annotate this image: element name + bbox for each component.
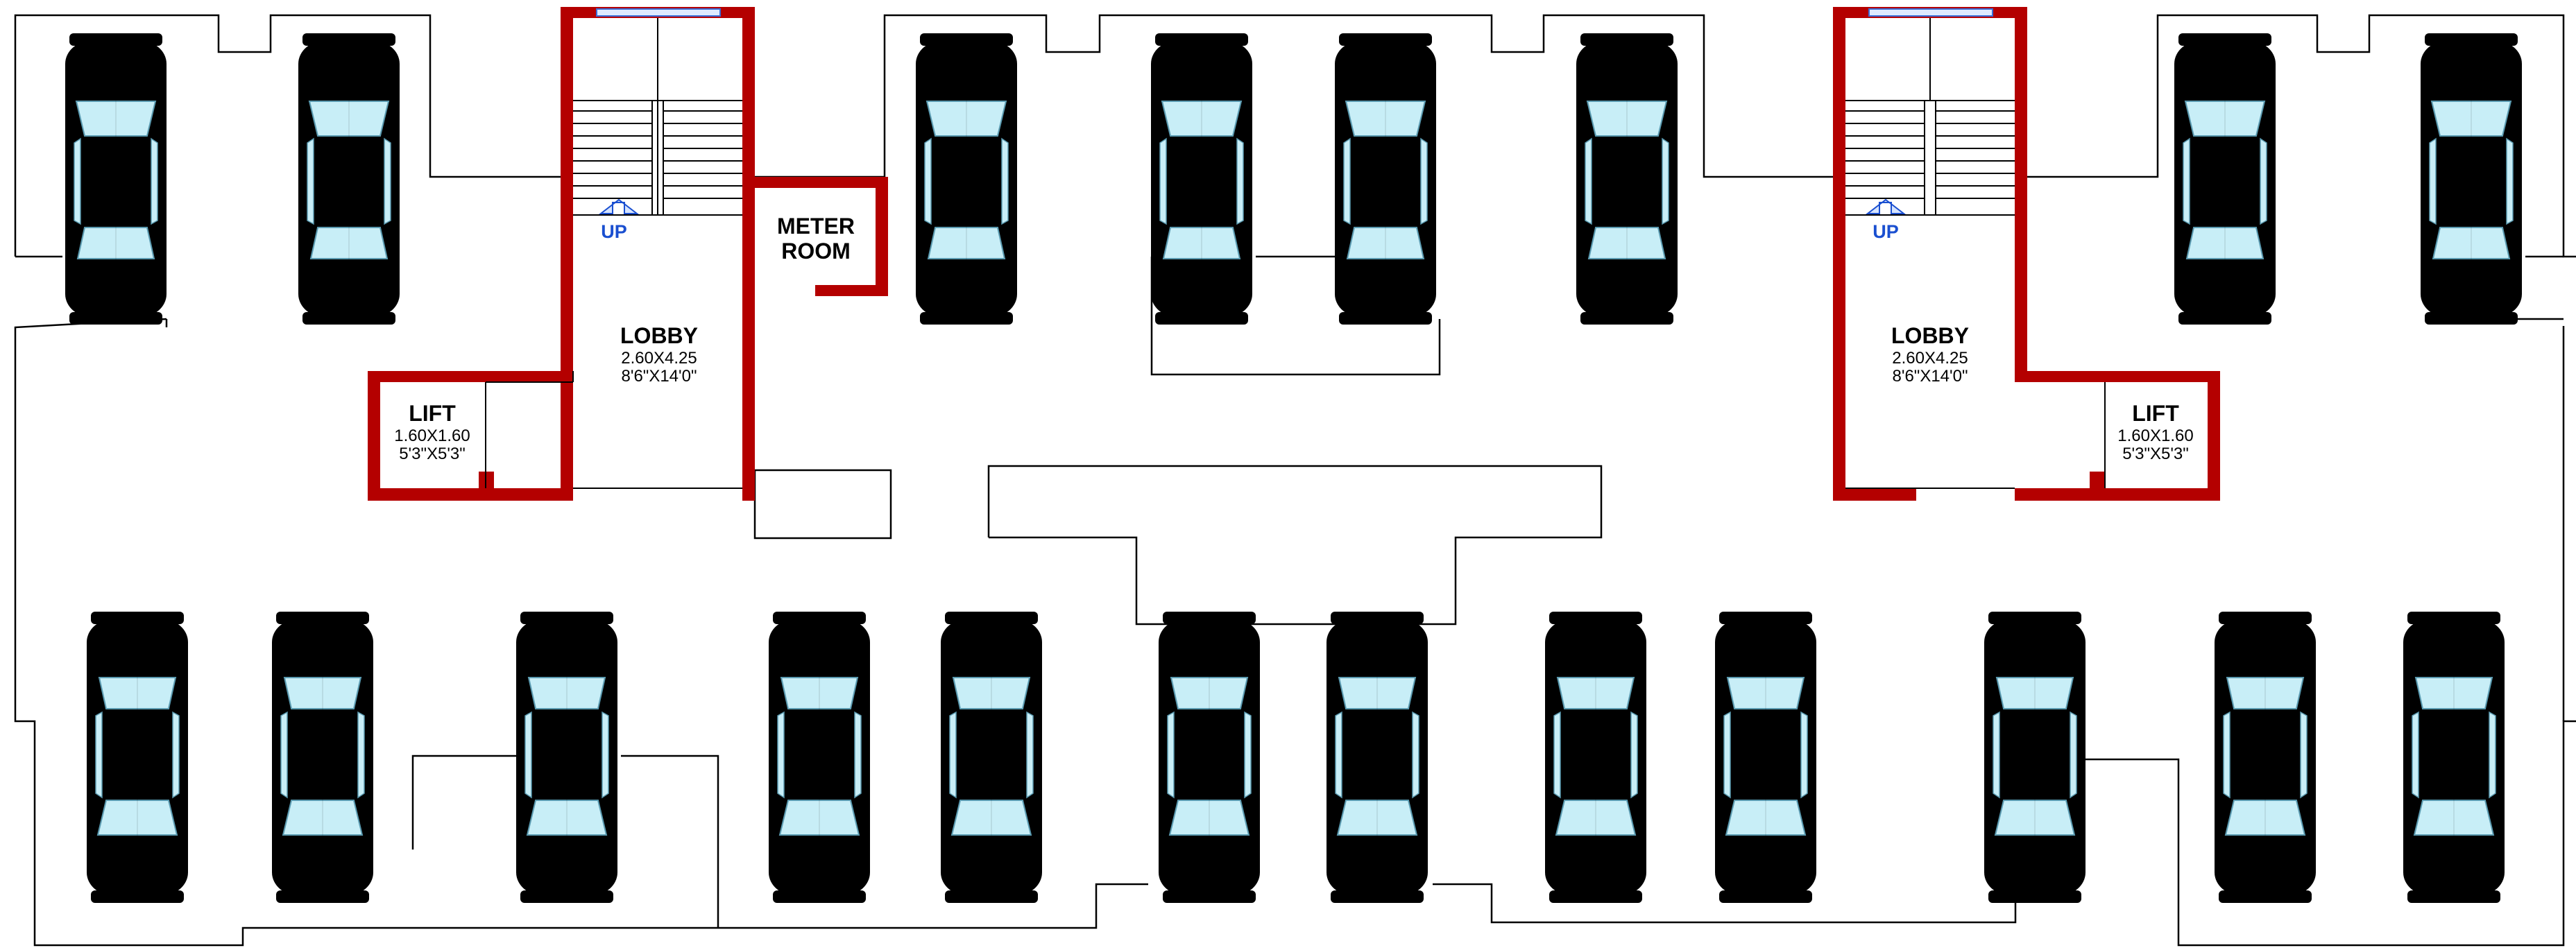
car-blue <box>271 611 374 904</box>
top-row-cars <box>65 33 2523 325</box>
up-arrow-icon <box>1866 198 1906 214</box>
left-stairs <box>485 18 742 489</box>
car-white <box>768 611 871 904</box>
car-white <box>1576 33 1678 325</box>
car-yellow <box>86 611 189 904</box>
car-red <box>515 611 618 904</box>
lift-dim-imperial: 5'3"X5'3" <box>2122 445 2189 463</box>
car-yellow <box>2174 33 2276 325</box>
left-core-walls <box>368 7 888 501</box>
car-blue <box>1158 611 1261 904</box>
lift-dim-metric: 1.60X1.60 <box>394 426 470 445</box>
car-white <box>2403 611 2505 904</box>
right-stairs <box>1845 18 2106 489</box>
lobby-dim-imperial: 8'6"X14'0" <box>1893 367 1968 386</box>
bottom-row-cars <box>86 611 2505 904</box>
meter-room-line1: METER <box>777 214 855 239</box>
car-blue <box>1984 611 2086 904</box>
window <box>596 8 721 17</box>
lobby-title: LOBBY <box>1891 323 1969 348</box>
left-core: UP LOBBY 2.60X4.25 8'6"X14'0" LIFT 1.60X… <box>368 7 888 501</box>
lobby-title: LOBBY <box>620 323 698 348</box>
stair-up-label: UP <box>601 221 627 242</box>
car-red <box>65 33 167 325</box>
car-red <box>2420 33 2523 325</box>
lobby-dim-metric: 2.60X4.25 <box>621 349 697 368</box>
car-red <box>1334 33 1437 325</box>
lobby-dim-metric: 2.60X4.25 <box>1892 349 1968 368</box>
car-yellow <box>1714 611 1817 904</box>
meter-room-line2: ROOM <box>781 239 851 264</box>
car-white <box>298 33 400 325</box>
car-blue <box>1150 33 1253 325</box>
lobby-dim-imperial: 8'6"X14'0" <box>622 367 697 386</box>
car-red <box>1326 611 1428 904</box>
car-red <box>2214 611 2317 904</box>
lift-title: LIFT <box>2132 401 2179 426</box>
right-core: UP LOBBY 2.60X4.25 8'6"X14'0" LIFT 1.60X… <box>1833 7 2220 501</box>
up-arrow-icon <box>599 198 639 214</box>
lift-dim-metric: 1.60X1.60 <box>2117 426 2193 445</box>
car-white <box>1544 611 1647 904</box>
car-yellow <box>940 611 1043 904</box>
lift-title: LIFT <box>409 401 456 426</box>
stair-up-label: UP <box>1873 221 1899 242</box>
window <box>1868 8 1993 17</box>
lift-dim-imperial: 5'3"X5'3" <box>399 445 466 463</box>
car-yellow <box>915 33 1018 325</box>
